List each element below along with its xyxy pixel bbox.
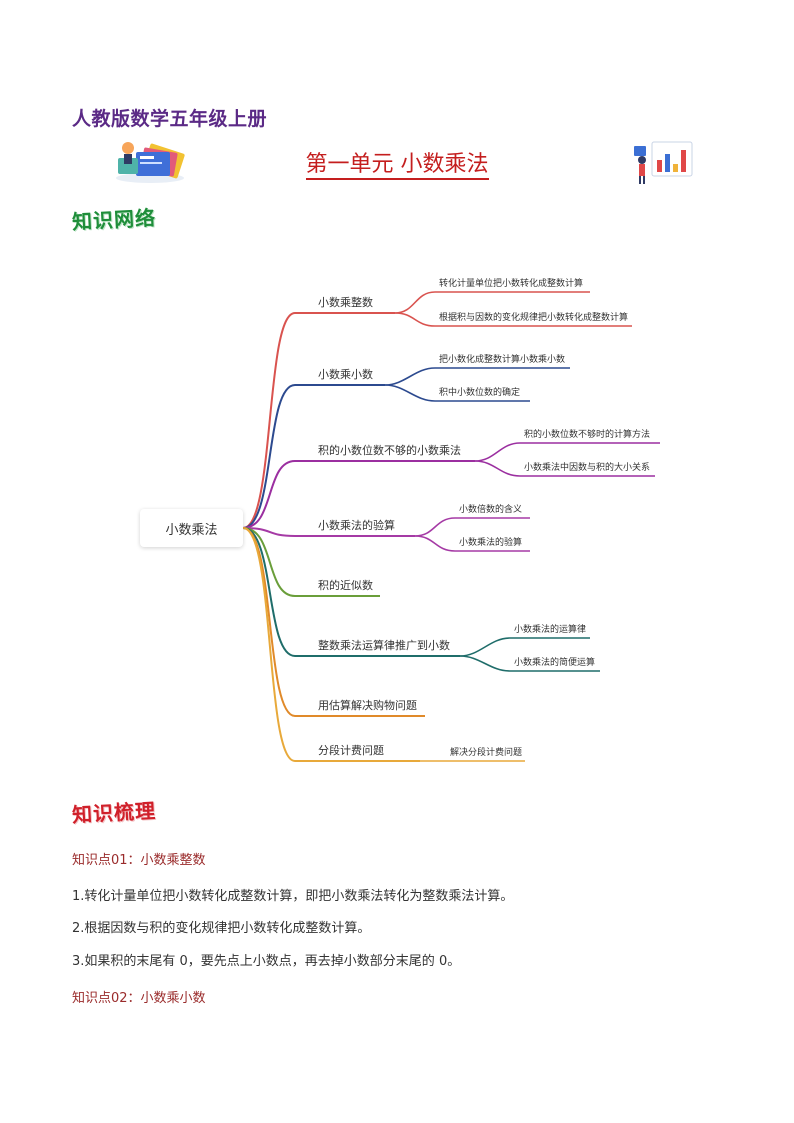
knowledge-network-heading: 知识网络 (71, 205, 157, 234)
knowledge-sort-heading: 知识梳理 (71, 798, 157, 827)
mindmap-leaf-connector (414, 535, 530, 552)
mindmap-leaf-label[interactable]: 小数乘法中因数与积的大小关系 (524, 461, 650, 473)
mindmap-branch-connector (242, 527, 425, 717)
book-title: 人教版数学五年级上册 (72, 108, 268, 130)
mindmap: 小数乘整数 转化计量单位把小数转化成整数计算根据积与因数的变化规律把小数转化成整数… (242, 277, 660, 762)
mindmap-branch-connector (242, 527, 420, 762)
mindmap-leaf-connector (474, 442, 660, 462)
mindmap-branch-connector (242, 384, 385, 529)
mindmap-leaf-label[interactable]: 把小数化成整数计算小数乘小数 (439, 353, 565, 365)
mindmap-leaf-label[interactable]: 转化计量单位把小数转化成整数计算 (439, 277, 583, 289)
presentation-illustration-icon (634, 141, 693, 184)
knowledge-point-1-item: 1.转化计量单位把小数转化成整数计算，即把小数乘法转化为整数乘法计算。 (72, 889, 514, 904)
mindmap-branch-label[interactable]: 积的小数位数不够的小数乘法 (318, 443, 461, 457)
books-illustration-icon (116, 142, 185, 183)
knowledge-point-1-item: 3.如果积的末尾有 0，要先点上小数点，再去掉小数部分末尾的 0。 (72, 954, 461, 969)
mindmap-leaf-label[interactable]: 积的小数位数不够时的计算方法 (524, 428, 650, 440)
mindmap-leaf-connector (384, 384, 530, 402)
mindmap-leaf-connector (459, 637, 590, 657)
mindmap-leaf-connector (459, 655, 600, 672)
mindmap-branch-label[interactable]: 整数乘法运算律推广到小数 (318, 638, 450, 652)
mindmap-branch-label[interactable]: 分段计费问题 (318, 743, 384, 757)
mindmap-branch-connector (242, 527, 460, 657)
mindmap-leaf-label[interactable]: 小数乘法的运算律 (514, 623, 586, 635)
mindmap-branch-label[interactable]: 用估算解决购物问题 (318, 698, 417, 712)
mindmap-leaf-label[interactable]: 根据积与因数的变化规律把小数转化成整数计算 (439, 311, 628, 323)
mindmap-leaf-connector (394, 312, 632, 327)
mindmap-branch-label[interactable]: 积的近似数 (318, 578, 373, 592)
mindmap-branch-connector (242, 312, 395, 529)
mindmap-branch-label[interactable]: 小数乘小数 (318, 368, 373, 381)
mindmap-branch-connector (242, 527, 380, 597)
mindmap-branch-connector (242, 460, 475, 529)
mindmap-leaf-label[interactable]: 解决分段计费问题 (450, 746, 522, 758)
mindmap-leaf-label[interactable]: 小数乘法的简便运算 (514, 656, 595, 668)
mindmap-leaf-connector (474, 460, 655, 477)
knowledge-point-1-title: 知识点01：小数乘整数 (72, 853, 206, 868)
mindmap-leaf-connector (384, 367, 570, 386)
mindmap-branch-label[interactable]: 小数乘整数 (318, 295, 373, 309)
mindmap-leaf-label[interactable]: 积中小数位数的确定 (439, 386, 520, 398)
mindmap-leaf-label[interactable]: 小数乘法的验算 (459, 536, 522, 548)
unit-title: 第一单元 小数乘法 (0, 146, 794, 180)
mindmap-branch-label[interactable]: 小数乘法的验算 (318, 518, 395, 532)
mindmap-leaf-label[interactable]: 小数倍数的含义 (459, 503, 522, 515)
knowledge-point-2-title: 知识点02：小数乘小数 (72, 991, 206, 1006)
mindmap-root[interactable]: 小数乘法 (140, 509, 243, 547)
mindmap-leaf-connector (394, 291, 590, 314)
knowledge-point-1-item: 2.根据因数与积的变化规律把小数转化成整数计算。 (72, 921, 371, 936)
mindmap-branch-connector (242, 527, 415, 537)
mindmap-leaf-connector (414, 517, 530, 537)
